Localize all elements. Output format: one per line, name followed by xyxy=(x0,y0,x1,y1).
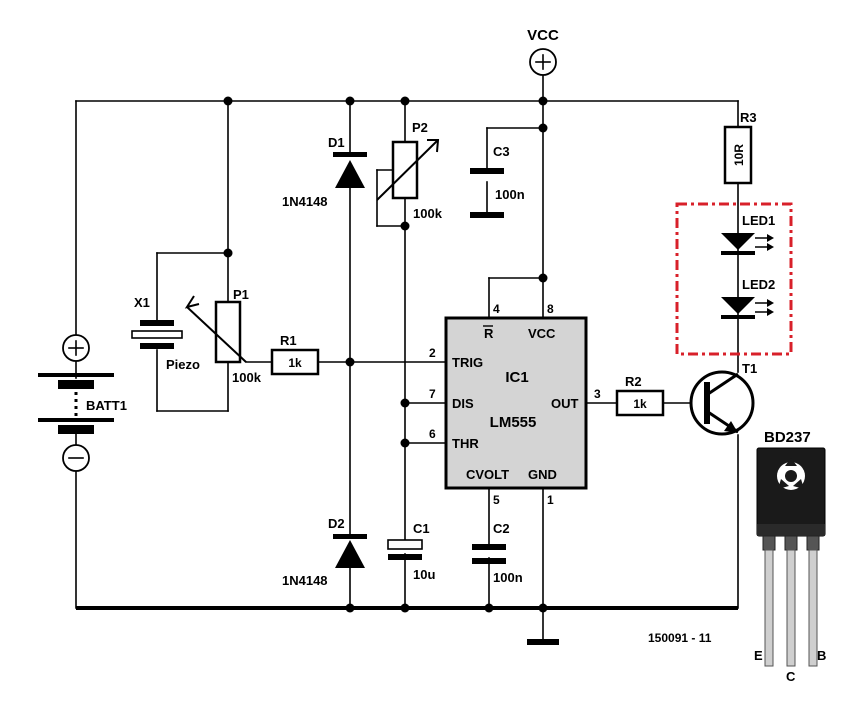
c2-value: 100n xyxy=(493,570,523,585)
piezo-x1: X1 Piezo xyxy=(131,295,200,372)
r3-value: 10R xyxy=(732,144,746,166)
pin-b-label: B xyxy=(817,648,826,663)
c3-ref: C3 xyxy=(493,144,510,159)
d1-ref: D1 xyxy=(328,135,345,150)
t1-ref: T1 xyxy=(742,361,757,376)
resistor-r2: R2 1k xyxy=(615,374,665,417)
battery-label: BATT1 xyxy=(86,398,127,413)
pot-p2: P2 100k xyxy=(376,120,443,221)
capacitor-c1: C1 10u xyxy=(387,521,435,582)
pin-e-label: E xyxy=(754,648,763,663)
led2-ref: LED2 xyxy=(742,277,775,292)
pin-name-out: OUT xyxy=(551,396,579,411)
pin-name-reset: R xyxy=(484,326,494,341)
d2-ref: D2 xyxy=(328,516,345,531)
d1-part: 1N4148 xyxy=(282,194,328,209)
c1-value: 10u xyxy=(413,567,435,582)
resistor-r1: R1 1k xyxy=(270,333,320,376)
capacitor-c3: C3 100n xyxy=(470,144,525,218)
ic1-part: LM555 xyxy=(490,414,537,431)
r2-value: 1k xyxy=(633,397,647,411)
pin-name-cvolt: CVOLT xyxy=(466,467,509,482)
piezo-name: Piezo xyxy=(166,357,200,372)
pin-name-trig: TRIG xyxy=(452,355,483,370)
c2-ref: C2 xyxy=(493,521,510,536)
pin-num-trig: 2 xyxy=(429,346,436,360)
bd237-label: BD237 xyxy=(764,429,811,446)
pot-p1: P1 100k xyxy=(184,287,262,385)
transistor-t1: T1 xyxy=(689,361,757,436)
pin-num-reset: 4 xyxy=(493,302,500,316)
pin-c-label: C xyxy=(786,669,796,684)
c3-value: 100n xyxy=(495,187,525,202)
c1-ref: C1 xyxy=(413,521,430,536)
diode-d1: D1 1N4148 xyxy=(282,135,367,209)
capacitor-c2: C2 100n xyxy=(472,521,523,585)
led1-ref: LED1 xyxy=(742,213,775,228)
junction-dots xyxy=(223,96,548,613)
pin-num-out: 3 xyxy=(594,387,601,401)
vcc-terminal: VCC xyxy=(527,27,559,76)
p2-value: 100k xyxy=(413,206,443,221)
d2-part: 1N4148 xyxy=(282,573,328,588)
battery: BATT1 xyxy=(38,334,127,472)
pin-num-gnd: 1 xyxy=(547,493,554,507)
p1-ref: P1 xyxy=(233,287,249,302)
ic1-ref: IC1 xyxy=(505,369,528,386)
p2-ref: P2 xyxy=(412,120,428,135)
pin-num-dis: 7 xyxy=(429,387,436,401)
pin-name-thr: THR xyxy=(452,436,479,451)
diode-d2: D2 1N4148 xyxy=(282,516,367,588)
figure-id: 150091 - 11 xyxy=(648,631,712,645)
r1-value: 1k xyxy=(288,356,302,370)
pin-num-vcc: 8 xyxy=(547,302,554,316)
pin-name-dis: DIS xyxy=(452,396,474,411)
led-led2: LED2 xyxy=(721,277,775,319)
pin-name-vcc: VCC xyxy=(528,326,556,341)
piezo-ref: X1 xyxy=(134,295,150,310)
r3-ref: R3 xyxy=(740,110,757,125)
led-led1: LED1 xyxy=(721,213,775,255)
resistor-r3: R3 10R xyxy=(723,110,757,185)
r2-ref: R2 xyxy=(625,374,642,389)
vcc-label: VCC xyxy=(527,27,559,44)
ground-symbol xyxy=(527,639,559,645)
pin-name-gnd: GND xyxy=(528,467,557,482)
pin-num-thr: 6 xyxy=(429,427,436,441)
p1-value: 100k xyxy=(232,370,262,385)
ic1-lm555: IC1 LM555 TRIG DIS THR R VCC OUT CVOLT G… xyxy=(429,302,601,507)
led-group-outline xyxy=(675,202,793,356)
pin-num-cvolt: 5 xyxy=(493,493,500,507)
r1-ref: R1 xyxy=(280,333,297,348)
bd237-package: BD237 E C B xyxy=(754,429,826,684)
